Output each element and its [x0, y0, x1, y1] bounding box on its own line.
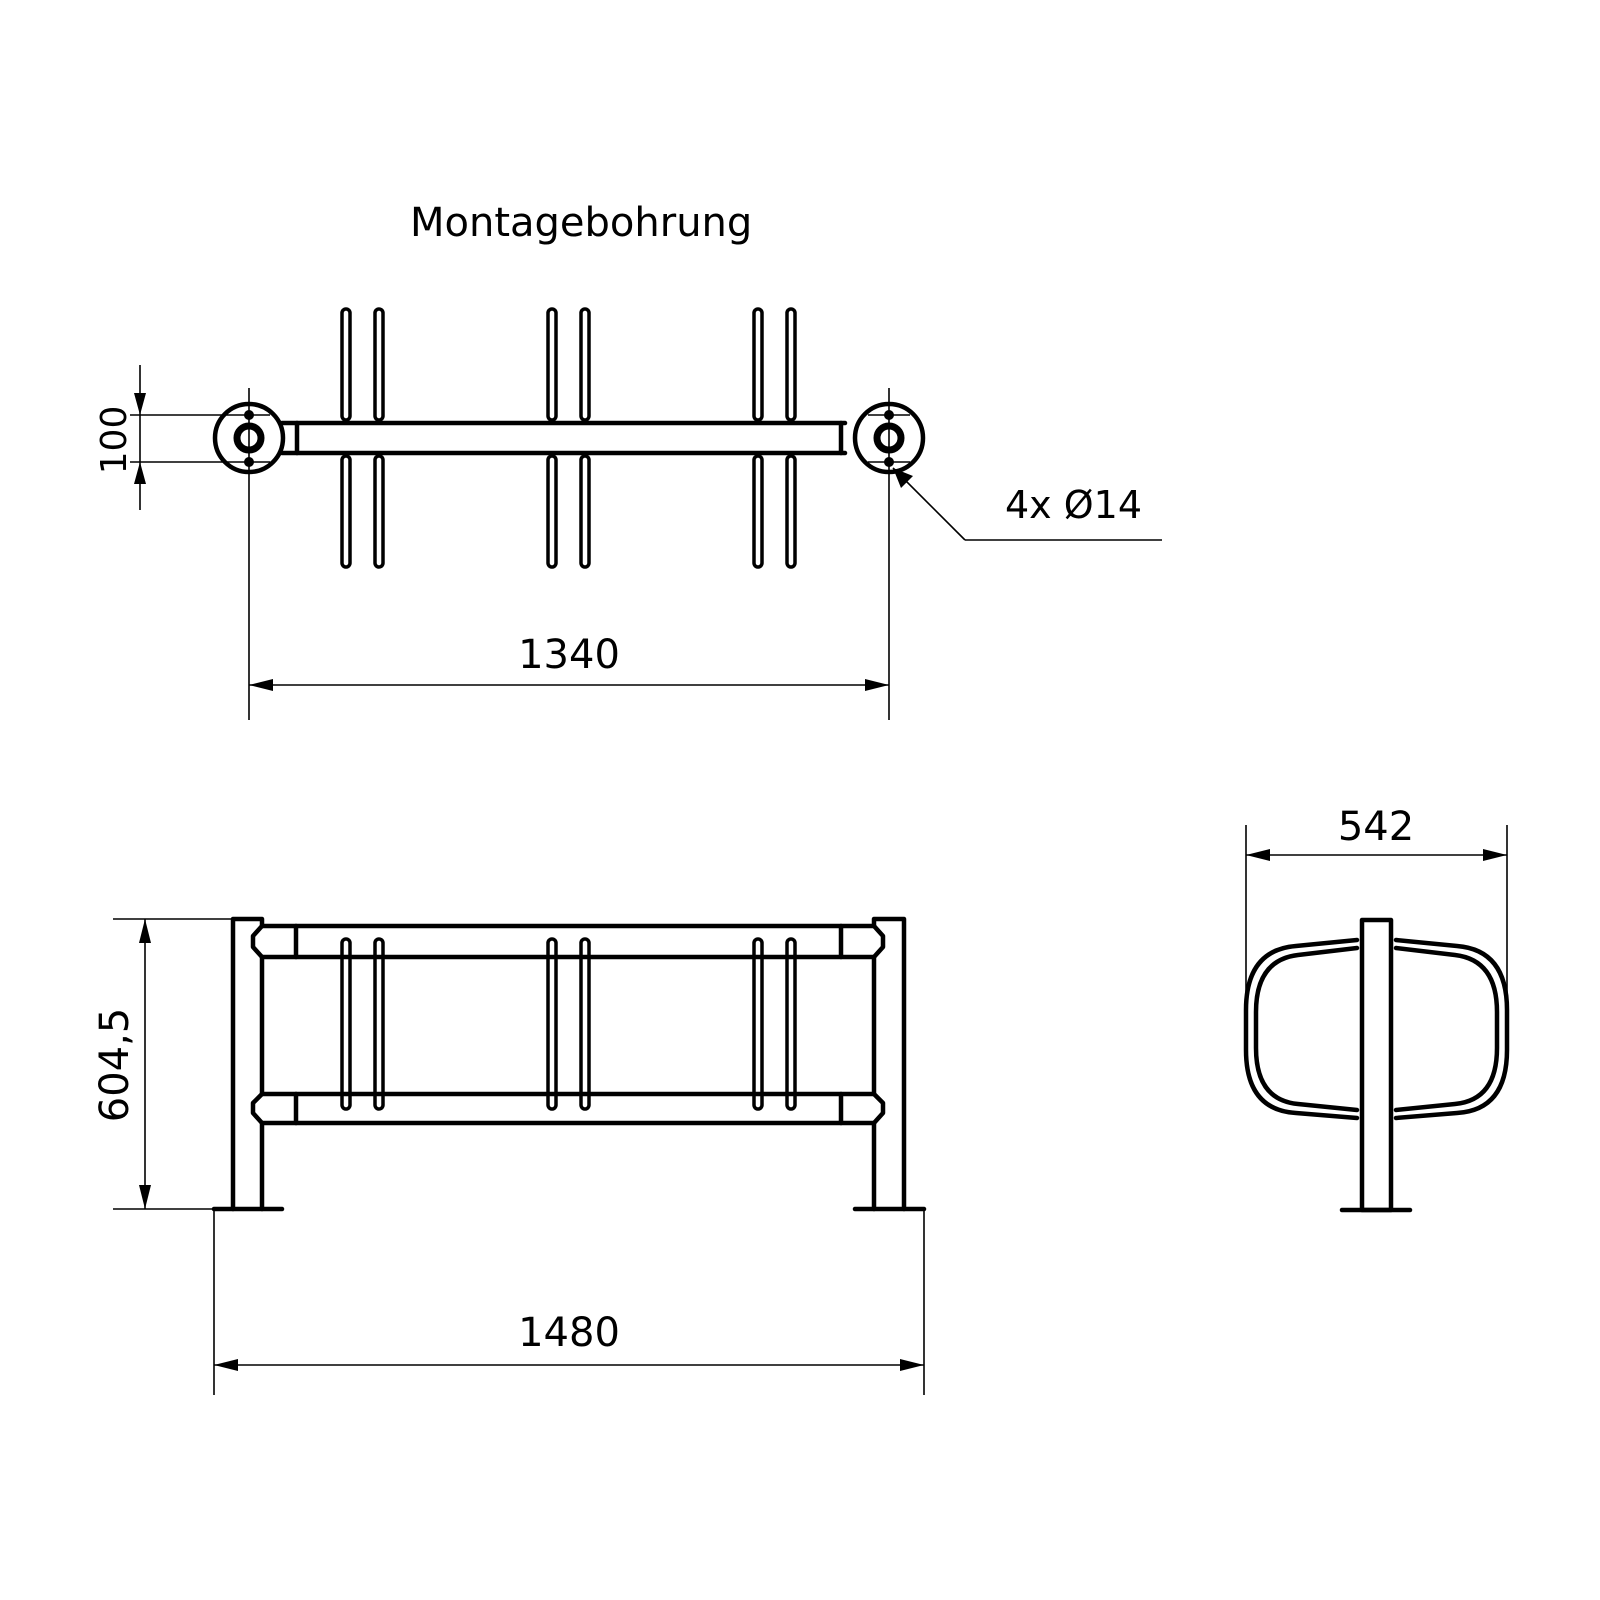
- side-loop-left: [1243, 937, 1360, 1121]
- post-right: [852, 916, 927, 1212]
- dimension-1480-label: 1480: [518, 1310, 620, 1356]
- side-loop-right: [1393, 937, 1510, 1121]
- side-view: 542: [1243, 804, 1510, 1213]
- dimension-1340-label: 1340: [518, 632, 620, 678]
- wheel-bars-top: [340, 307, 797, 569]
- top-view: Montagebohrung: [94, 200, 1162, 720]
- hole-callout-label: 4x Ø14: [1005, 483, 1142, 527]
- mounting-plate-left: [212, 388, 286, 720]
- dimension-604-5: 604,5: [92, 918, 233, 1210]
- wheel-bars-front: [340, 937, 797, 1111]
- dimension-1340: 1340: [249, 632, 889, 691]
- dimension-542: 542: [1245, 804, 1508, 1000]
- side-post: [1359, 917, 1394, 1213]
- mounting-plate-right: [852, 388, 926, 720]
- dimension-542-label: 542: [1338, 804, 1414, 850]
- hole-callout: 4x Ø14: [892, 467, 1162, 541]
- post-left: [211, 916, 285, 1212]
- front-view: 604,5 1480: [92, 916, 927, 1395]
- dimension-100: 100: [94, 365, 228, 510]
- dimension-100-label: 100: [94, 406, 135, 475]
- dimension-604-5-label: 604,5: [92, 1008, 138, 1123]
- title-montagebohrung: Montagebohrung: [410, 200, 752, 246]
- dimension-1480: 1480: [213, 1209, 925, 1395]
